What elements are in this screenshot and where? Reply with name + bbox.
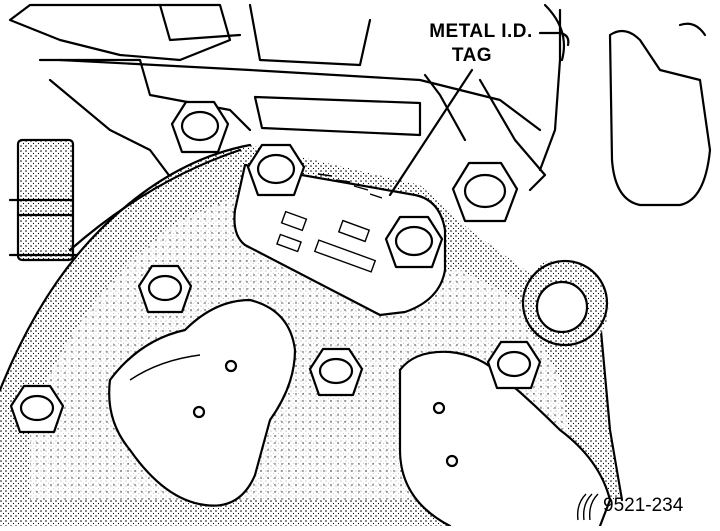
- bolt: [170, 100, 230, 154]
- bolt: [137, 264, 193, 314]
- round-boss: [521, 259, 609, 350]
- bolt: [246, 143, 306, 197]
- fluid-line-fitting: [8, 138, 82, 262]
- bolt: [384, 215, 444, 269]
- upper-housing: [8, 3, 712, 207]
- hex-bolts: [9, 100, 542, 434]
- bolt: [486, 340, 542, 390]
- bolt: [308, 347, 364, 397]
- metal-id-tag: [233, 163, 447, 317]
- callout-leader-line: [388, 31, 570, 197]
- bolt: [451, 161, 519, 223]
- figure-id-label: 9521-234: [603, 495, 684, 516]
- bolt: [9, 384, 65, 434]
- callout-label-line-2: TAG: [451, 45, 493, 66]
- callout-label-line-1: METAL I.D.: [429, 21, 533, 42]
- figure-id-mark: [576, 493, 599, 521]
